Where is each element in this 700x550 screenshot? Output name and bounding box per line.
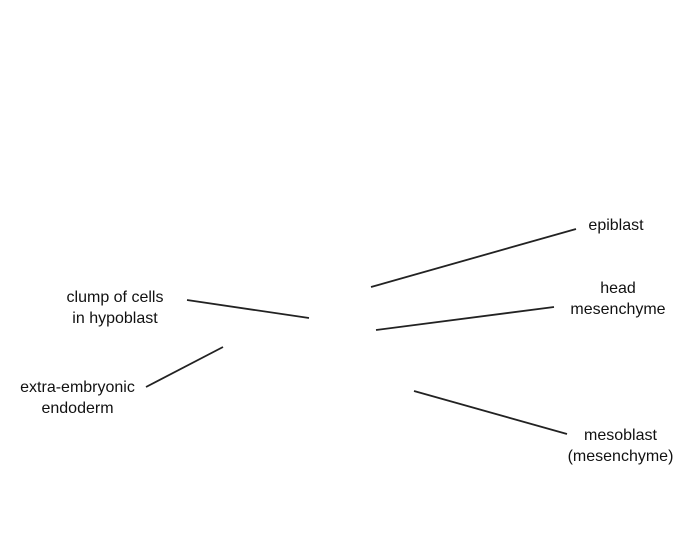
leader-line-extra-embryonic — [145, 346, 224, 388]
leader-line-clump — [186, 299, 310, 319]
label-head-mesenchyme: head mesenchyme — [553, 278, 683, 320]
label-epiblast-line-1: epiblast — [588, 217, 644, 234]
label-epiblast: epiblast — [566, 215, 666, 236]
label-mesoblast-line-2: (mesenchyme) — [567, 448, 674, 465]
label-mesoblast: mesoblast (mesenchyme) — [548, 425, 693, 467]
label-clump-line-2: in hypoblast — [72, 310, 158, 327]
label-clump-of-cells: clump of cells in hypoblast — [40, 287, 190, 329]
label-clump-line-1: clump of cells — [66, 289, 164, 306]
leader-line-head-mesenchyme — [375, 306, 555, 331]
label-extra-embryonic-endoderm: extra-embryonic endoderm — [0, 377, 155, 419]
label-head-mesenchyme-line-1: head — [600, 280, 636, 297]
label-extra-embryonic-line-2: endoderm — [41, 400, 114, 417]
leader-line-mesoblast — [413, 390, 568, 435]
leader-line-epiblast — [370, 228, 577, 288]
label-head-mesenchyme-line-2: mesenchyme — [570, 301, 666, 318]
label-mesoblast-line-1: mesoblast — [584, 427, 657, 444]
label-extra-embryonic-line-1: extra-embryonic — [20, 379, 135, 396]
